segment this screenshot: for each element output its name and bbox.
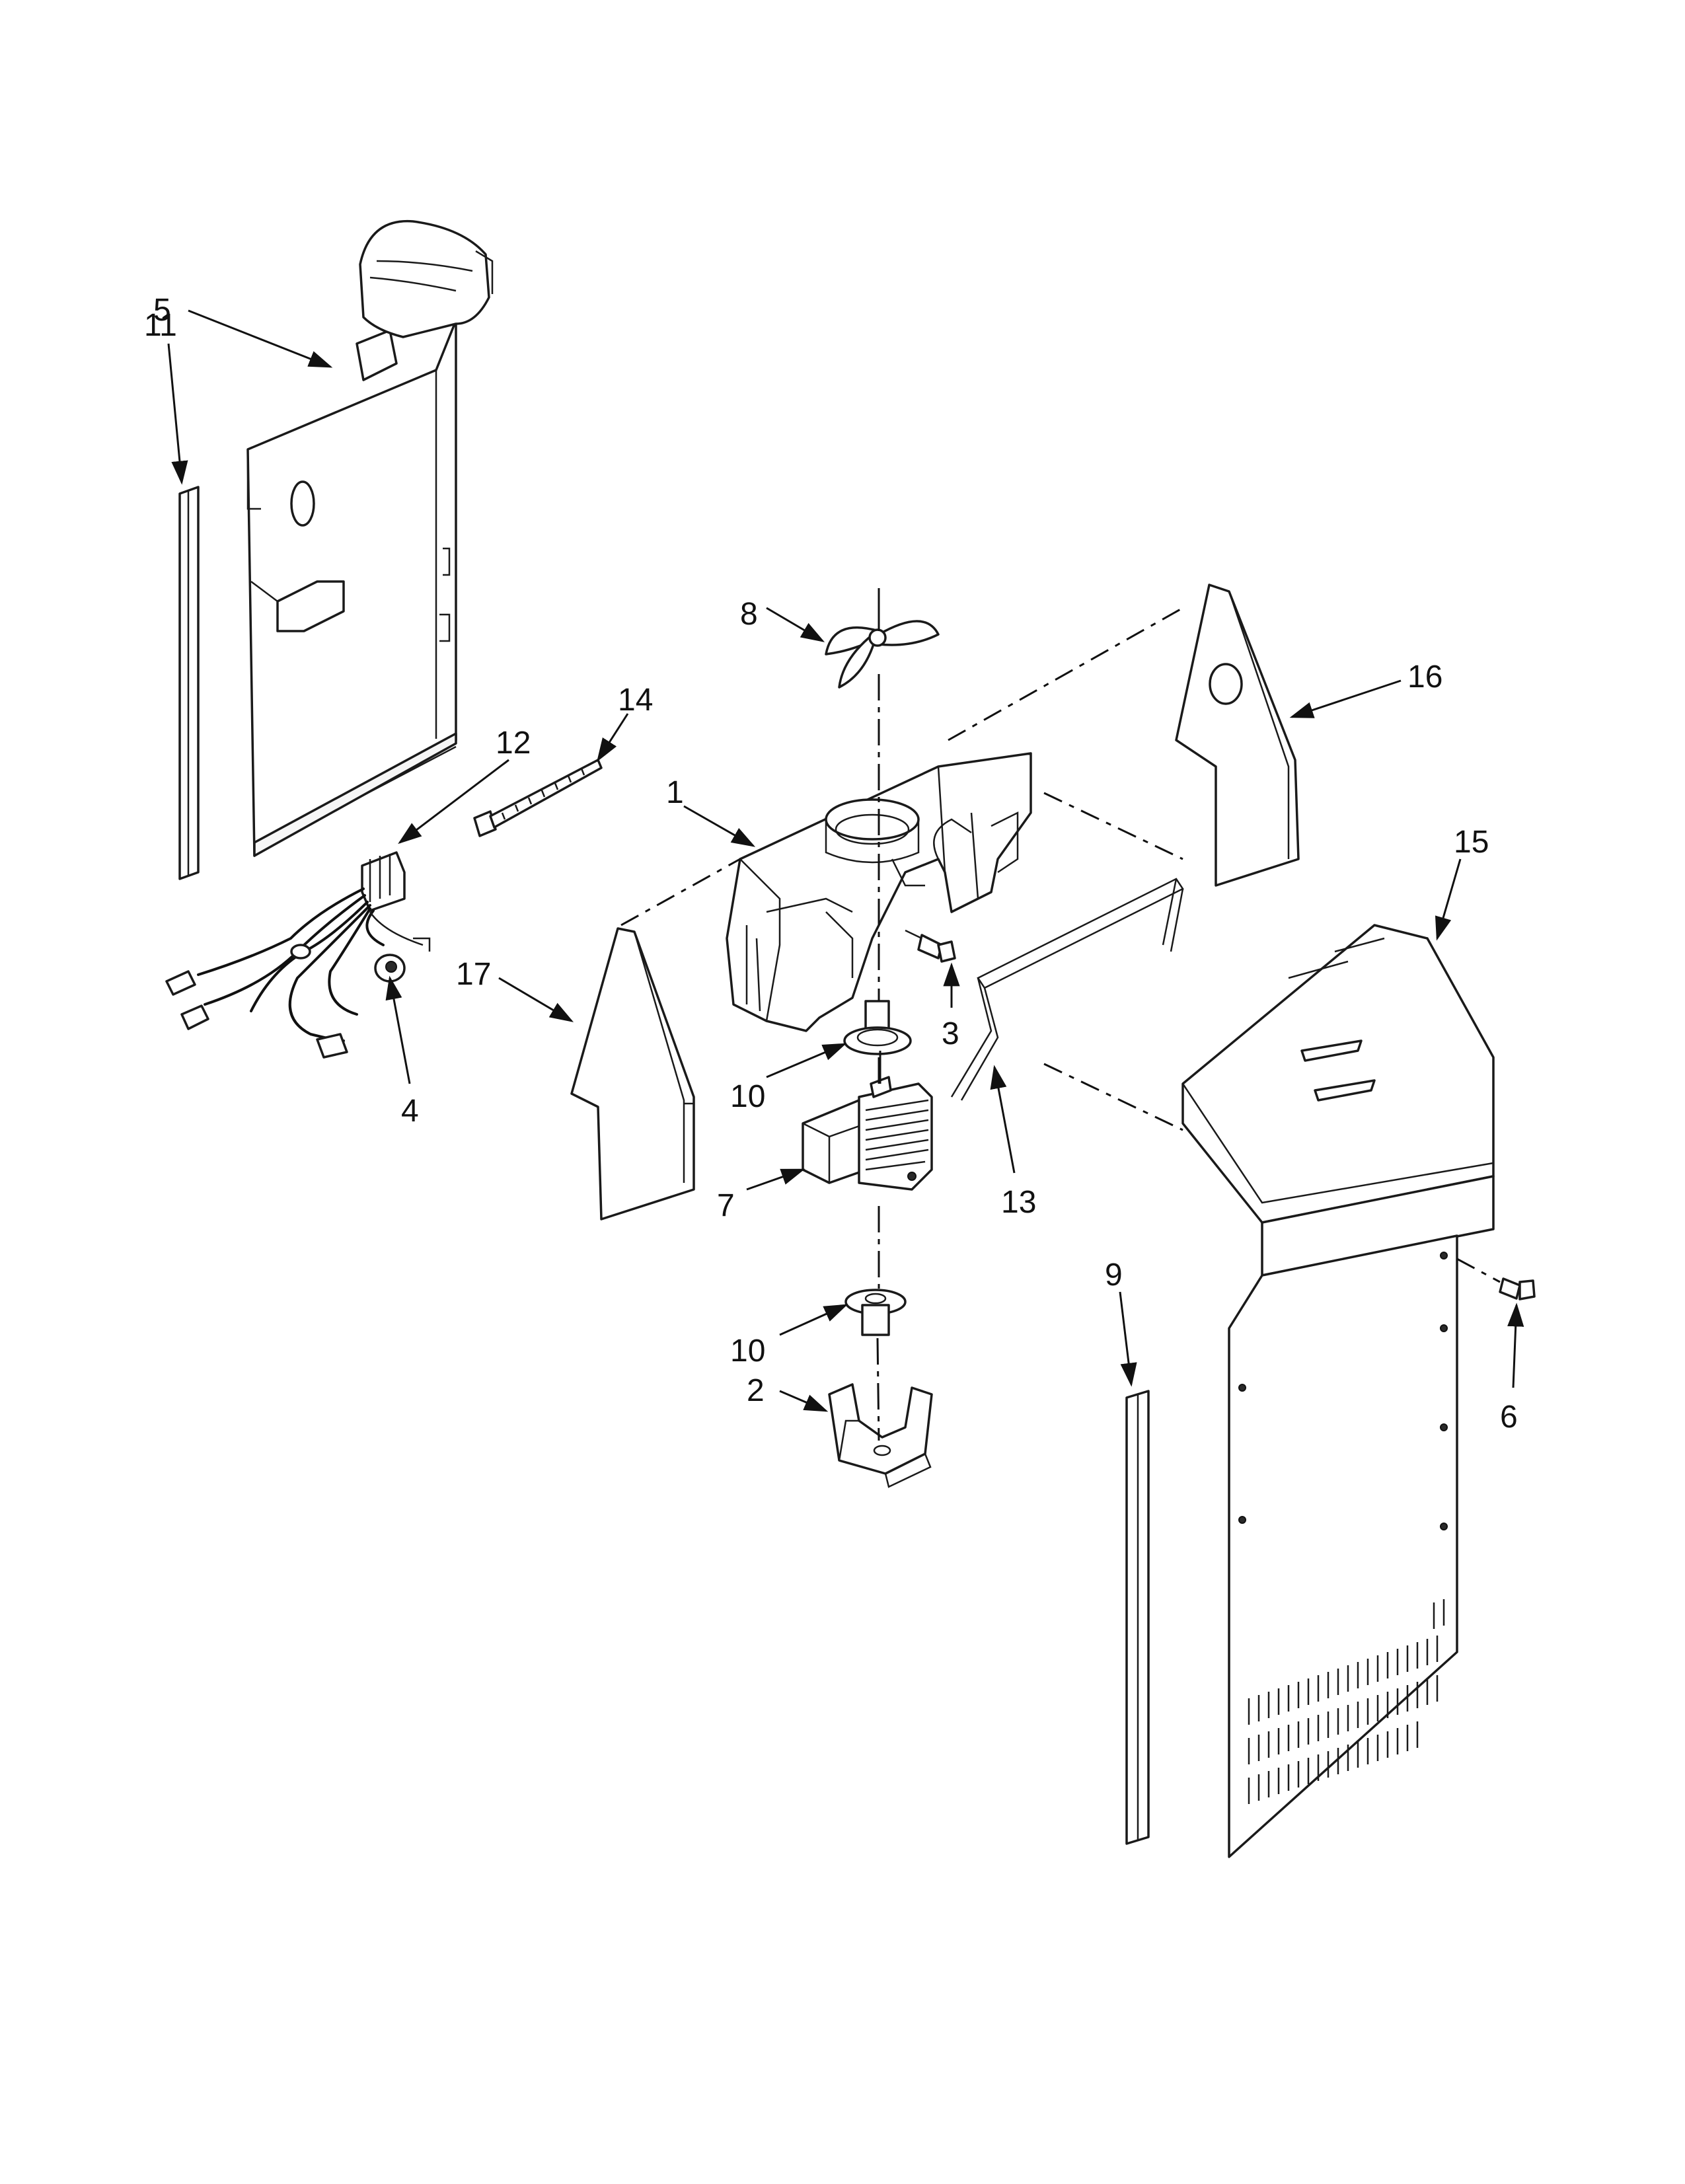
callout-number-14: 14 <box>618 683 653 718</box>
part-2-motor-bracket <box>828 1383 933 1488</box>
part-8-fan-blade <box>825 588 940 689</box>
part-9-gasket-strip <box>1125 1390 1150 1845</box>
callout-number-11: 11 <box>144 308 177 343</box>
callout-number-7: 7 <box>717 1188 735 1223</box>
part-14-cable-tie <box>473 759 603 837</box>
leader-12 <box>398 759 509 845</box>
callout-number-10-lower: 10 <box>730 1334 765 1369</box>
callout-number-6: 6 <box>1500 1400 1518 1435</box>
leader-8 <box>766 607 825 642</box>
part-6-screw <box>1456 1258 1536 1300</box>
explode-line-16 <box>948 607 1183 741</box>
leader-13 <box>990 1065 1016 1174</box>
part-12-wire-harness <box>165 851 431 1059</box>
leader-11 <box>167 343 188 485</box>
part-10-motor-mount-upper <box>843 1000 912 1055</box>
callout-number-4: 4 <box>401 1094 419 1129</box>
callout-number-5: 5 <box>153 293 171 328</box>
callout-number-17: 17 <box>456 957 491 992</box>
callout-number-15: 15 <box>1454 825 1489 860</box>
axis-line-lower <box>876 1337 880 1441</box>
part-11-gasket-strip <box>178 486 200 880</box>
callout-number-1: 1 <box>666 775 684 810</box>
callout-number-16: 16 <box>1407 659 1442 695</box>
leader-6 <box>1507 1302 1524 1388</box>
callout-number-3: 3 <box>942 1016 959 1051</box>
leader-14 <box>597 713 629 763</box>
explode-line-13a <box>1043 792 1183 860</box>
callout-number-10-upper: 10 <box>730 1079 765 1114</box>
leader-9 <box>1119 1291 1137 1387</box>
leader-7 <box>746 1168 805 1191</box>
part-4-grommet <box>374 954 406 983</box>
part-13-wire-bracket <box>950 878 1184 1101</box>
part-15-rear-panel <box>1181 924 1495 1858</box>
part-5-air-duct <box>246 219 494 857</box>
leader-17 <box>498 977 574 1022</box>
part-7-fan-motor <box>802 1051 933 1191</box>
explode-line-17 <box>620 858 741 926</box>
leader-5 <box>188 309 333 368</box>
leader-16 <box>1289 679 1402 718</box>
callout-number-8: 8 <box>740 597 758 632</box>
part-3-screw <box>905 929 956 963</box>
leader-2 <box>779 1390 829 1412</box>
callout-number-2: 2 <box>747 1373 765 1408</box>
leader-10a <box>766 1043 847 1078</box>
part-17-left-cover <box>570 927 695 1221</box>
callout-number-13: 13 <box>1001 1185 1036 1220</box>
leader-15 <box>1435 858 1462 941</box>
leader-4 <box>385 975 411 1084</box>
leader-10b <box>779 1304 848 1336</box>
part-16-right-cover <box>1175 584 1300 887</box>
leader-1 <box>683 805 756 847</box>
explode-line-15 <box>1043 1063 1183 1131</box>
callout-number-12: 12 <box>496 726 531 761</box>
part-10-motor-mount-lower <box>844 1289 907 1336</box>
callout-number-9: 9 <box>1105 1258 1123 1293</box>
